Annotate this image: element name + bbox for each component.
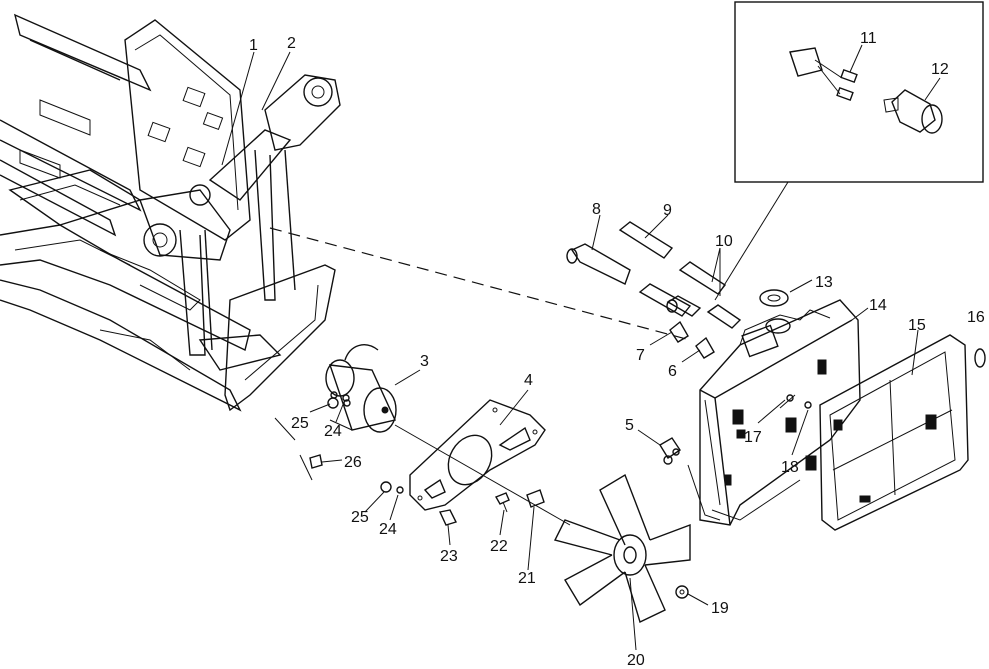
radiator [699, 299, 861, 526]
callout-5: 5 [625, 417, 634, 434]
callout-11: 11 [860, 30, 877, 47]
alignment-line [269, 227, 691, 341]
callout-12: 12 [931, 61, 949, 78]
vehicle-frame [0, 13, 341, 412]
callout-19: 19 [711, 600, 729, 617]
callout-8: 8 [592, 201, 601, 218]
fan-blade [553, 473, 691, 623]
radiator-shroud [819, 334, 969, 531]
callout-25-lower: 25 [351, 509, 369, 526]
callout-16: 16 [967, 309, 985, 326]
callout-labels: 1 2 3 4 5 6 7 8 9 10 11 12 13 14 15 16 1… [249, 30, 985, 669]
callout-3: 3 [420, 353, 429, 370]
fan-motor [325, 344, 397, 433]
callout-1: 1 [249, 37, 258, 54]
callout-23: 23 [440, 548, 458, 565]
callout-24-lower: 24 [379, 521, 397, 538]
motor-mounting-bracket [409, 399, 546, 511]
callout-6: 6 [668, 363, 677, 380]
callout-17: 17 [744, 429, 762, 446]
callout-21: 21 [518, 570, 536, 587]
hardware [274, 394, 812, 599]
callout-15: 15 [908, 317, 926, 334]
callout-18: 18 [781, 459, 799, 476]
callout-24-upper: 24 [324, 423, 342, 440]
callout-20: 20 [627, 652, 645, 669]
leader-lines [221, 44, 941, 651]
callout-25-upper: 25 [291, 415, 309, 432]
callout-26: 26 [344, 454, 362, 471]
callout-10: 10 [715, 233, 733, 250]
callout-2: 2 [287, 35, 296, 52]
clip-16 [974, 348, 986, 368]
callout-4: 4 [524, 372, 533, 389]
callout-14: 14 [869, 297, 887, 314]
callout-7: 7 [636, 347, 645, 364]
callout-9: 9 [663, 202, 672, 219]
callout-13: 13 [815, 274, 833, 291]
hoses [566, 221, 791, 359]
callout-22: 22 [490, 538, 508, 555]
inset-detail-box [714, 1, 984, 301]
